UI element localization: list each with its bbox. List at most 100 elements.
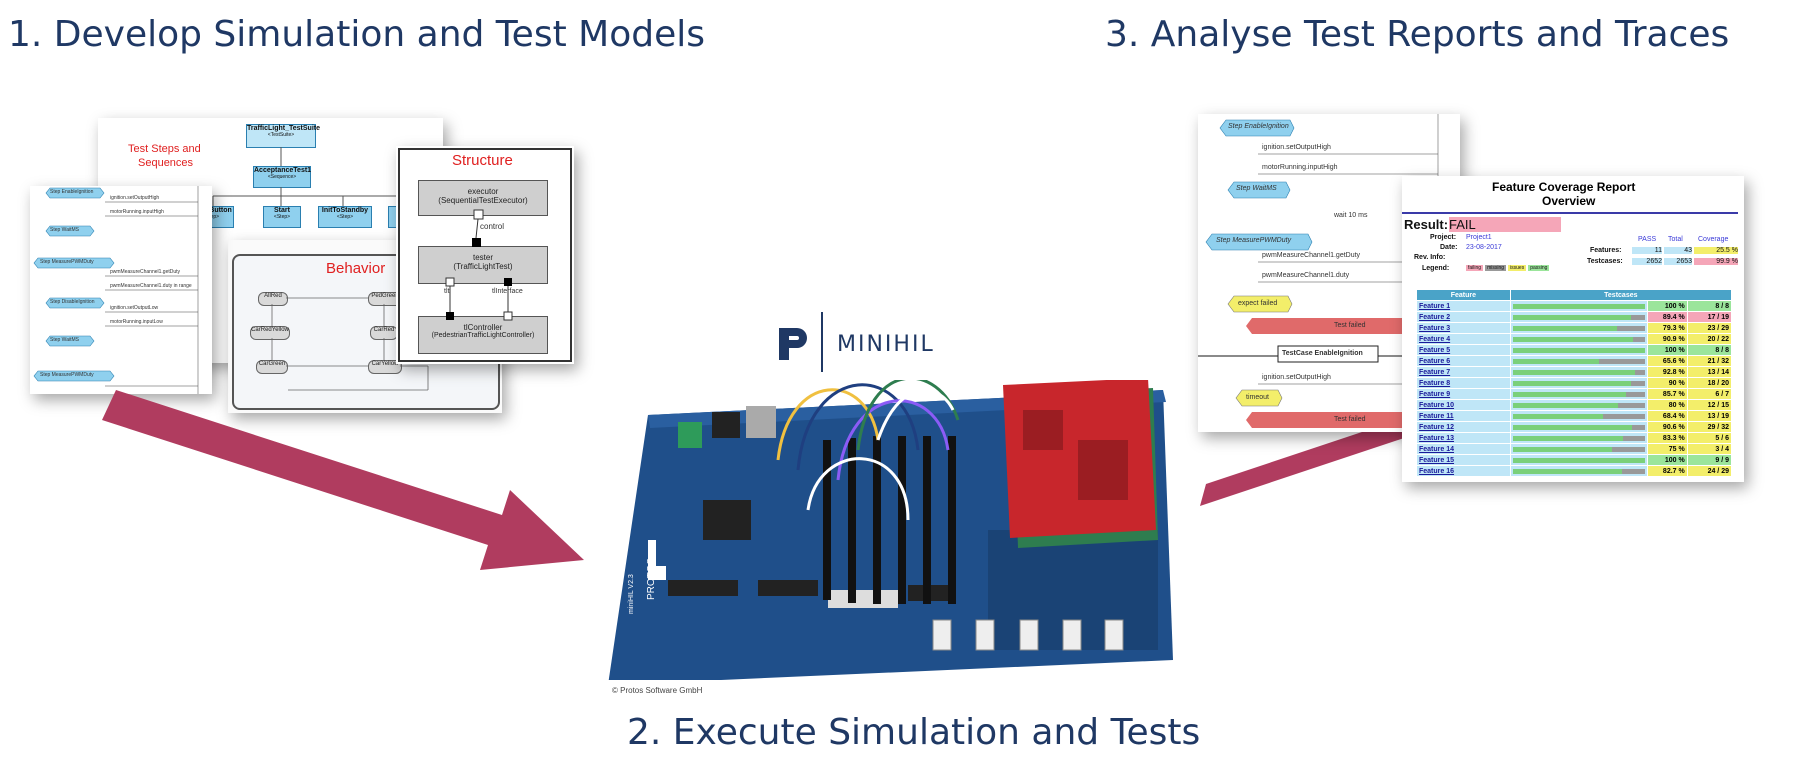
coverage-pct: 85.7 %: [1646, 388, 1688, 400]
feature-link[interactable]: Feature 3: [1419, 324, 1451, 332]
controller-box: tlController(PedestrianTrafficLightContr…: [418, 316, 548, 354]
step-node-start: Start<Step>: [263, 206, 301, 228]
coverage-pct: 100 %: [1646, 344, 1688, 356]
coverage-bar: [1512, 435, 1645, 441]
th-testcases: Testcases: [1509, 289, 1733, 301]
result-value: FAIL: [1449, 217, 1561, 232]
coverage-count: 21 / 32: [1686, 355, 1733, 367]
coverage-bar: [1512, 413, 1645, 419]
feature-link[interactable]: Feature 11: [1419, 412, 1454, 420]
feature-link[interactable]: Feature 6: [1419, 357, 1451, 365]
coverage-bar: [1512, 446, 1645, 452]
seq-line-4: ignition.setOutputLow: [110, 305, 159, 311]
feature-link[interactable]: Feature 13: [1419, 434, 1455, 442]
seq-line-1: motorRunning.inputHigh: [110, 209, 164, 215]
coverage-pct: 100 %: [1646, 454, 1688, 466]
protos-logo-icon: [779, 328, 807, 360]
minihil-brand: MINIHIL: [837, 332, 935, 357]
coverage-pct: 100 %: [1646, 300, 1688, 312]
feature-link[interactable]: Feature 7: [1419, 368, 1451, 376]
report-subtitle: Overview: [1542, 194, 1596, 208]
coverage-count: 17 / 19: [1686, 311, 1733, 323]
coverage-pct: 90.6 %: [1646, 421, 1688, 433]
coverage-pct: 68.4 %: [1646, 410, 1688, 422]
trace-testcase: TestCase EnableIgnition: [1282, 350, 1363, 357]
trace-line-4: pwmMeasureChannel1.duty: [1262, 272, 1350, 279]
testcases-label: Testcases:: [1587, 258, 1623, 265]
feature-link[interactable]: Feature 15: [1419, 456, 1455, 464]
trace-step-2: Step MeasurePWMDuty: [1216, 237, 1292, 244]
feature-link[interactable]: Feature 14: [1419, 445, 1455, 453]
report-title: Feature Coverage Report: [1492, 180, 1636, 194]
coverage-count: 6 / 7: [1686, 388, 1733, 400]
feature-link[interactable]: Feature 5: [1419, 346, 1451, 354]
port-tlt-label: tlt: [444, 288, 450, 295]
sequence-diagram: [33, 186, 199, 394]
rev-label: Rev. Info:: [1414, 254, 1446, 261]
structure-label: Structure: [452, 152, 513, 169]
seq-step-5: Step MeasurePWMDuty: [40, 372, 94, 378]
coverage-bar-fill: [1512, 391, 1626, 397]
coverage-bar: [1512, 457, 1645, 463]
seq-line-2: pwmMeasureChannel1.getDuty: [110, 269, 181, 275]
coverage-bar: [1512, 424, 1645, 430]
project-label: Project:: [1430, 234, 1457, 241]
coverage-bar-fill: [1512, 468, 1622, 474]
coverage-count: 8 / 8: [1686, 344, 1733, 356]
feature-link[interactable]: Feature 1: [1419, 302, 1451, 310]
coverage-bar: [1512, 402, 1645, 408]
coverage-bar-fill: [1512, 424, 1633, 430]
coverage-bar-fill: [1512, 369, 1636, 375]
coverage-bar-fill: [1512, 358, 1600, 364]
feature-link[interactable]: Feature 10: [1419, 401, 1455, 409]
table-row: Feature 12 90.6 %29 / 32: [1416, 421, 1733, 433]
trace-line-after: ignition.setOutputHigh: [1262, 374, 1331, 381]
coverage-count: 29 / 32: [1686, 421, 1733, 433]
feature-link[interactable]: Feature 9: [1419, 390, 1451, 398]
structure-card: Structure executor(SequentialTestExecuto…: [396, 146, 574, 364]
coverage-bar: [1512, 358, 1645, 364]
seq-step-3: Step DisableIgnition: [50, 299, 95, 305]
features-label: Features:: [1590, 247, 1622, 254]
coverage-bar-fill: [1512, 347, 1645, 353]
state-carredyellow: CarRedYellow: [250, 326, 290, 340]
state-allred: AllRed: [258, 292, 288, 306]
trace-line-0: ignition.setOutputHigh: [1262, 144, 1331, 151]
report-card: Feature Coverage Report Overview Result:…: [1402, 176, 1744, 482]
test-steps-label: Test Steps and: [128, 143, 201, 155]
feature-link[interactable]: Feature 12: [1419, 423, 1455, 431]
col-total: Total: [1668, 236, 1683, 243]
feature-link[interactable]: Feature 16: [1419, 467, 1455, 475]
feature-link[interactable]: Feature 8: [1419, 379, 1451, 387]
control-label: control: [480, 222, 505, 231]
coverage-pct: 82.7 %: [1646, 465, 1688, 477]
coverage-bar-fill: [1512, 303, 1645, 309]
coverage-pct: 83.3 %: [1646, 432, 1688, 444]
coverage-bar-fill: [1512, 402, 1619, 408]
trace-test-failed-1: Test failed: [1334, 322, 1366, 329]
feature-link[interactable]: Feature 2: [1419, 313, 1451, 321]
coverage-bar: [1512, 380, 1645, 386]
coverage-pct: 90 %: [1646, 377, 1688, 389]
legend-items: failing missing issues passing: [1466, 265, 1550, 271]
coverage-bar: [1512, 347, 1645, 353]
coverage-bar: [1512, 391, 1645, 397]
col-coverage: Coverage: [1698, 236, 1729, 243]
seq-step-4: Step WaitMS: [50, 337, 79, 343]
seq-step-0: Step EnableIgnition: [50, 189, 94, 195]
table-row: Feature 5 100 %8 / 8: [1416, 344, 1733, 356]
minihil-board: [608, 380, 1173, 680]
feature-link[interactable]: Feature 4: [1419, 335, 1451, 343]
coverage-count: 5 / 6: [1686, 432, 1733, 444]
coverage-bar: [1512, 314, 1645, 320]
seq-line-3: pwmMeasureChannel1.duty in range: [110, 283, 192, 289]
